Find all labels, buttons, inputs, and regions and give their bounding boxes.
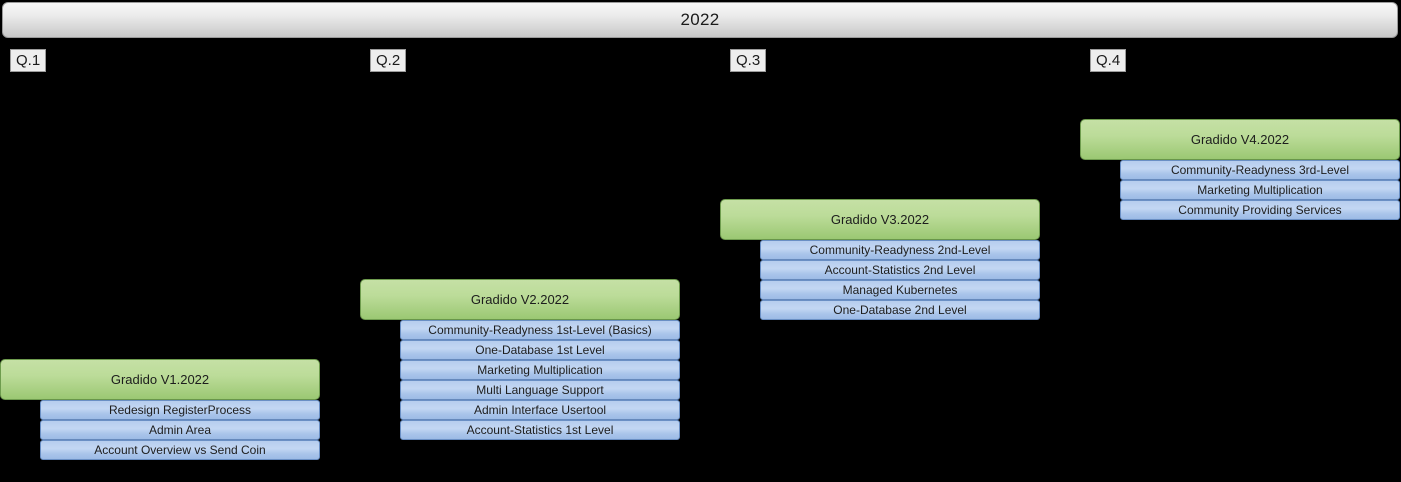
quarter-tag-q4: Q.4 [1090,49,1127,72]
feature-item-label: Marketing Multiplication [1197,183,1323,197]
release-title: Gradido V2.2022 [470,292,570,307]
feature-item-label: Redesign RegisterProcess [108,403,252,417]
feature-item-label: Managed Kubernetes [842,283,958,297]
feature-item-label: Community Providing Services [1178,203,1342,217]
feature-item[interactable]: Community Providing Services [1120,200,1400,220]
quarter-tag-label: Q.4 [1096,52,1121,69]
release-header-v3[interactable]: Gradido V3.2022 [720,199,1040,240]
feature-item-label: Account-Statistics 1st Level [466,423,614,437]
release-title: Gradido V3.2022 [830,212,930,227]
feature-item-label: Multi Language Support [476,383,604,397]
feature-item-label: One-Database 1st Level [475,343,605,357]
feature-item-label: Community-Readyness 3rd-Level [1170,163,1350,177]
feature-item[interactable]: One-Database 2nd Level [760,300,1040,320]
release-title: Gradido V4.2022 [1190,132,1290,147]
release-header-v2[interactable]: Gradido V2.2022 [360,279,680,320]
release-header-v1[interactable]: Gradido V1.2022 [0,359,320,400]
quarter-tag-label: Q.3 [736,52,761,69]
feature-item-label: Account Overview vs Send Coin [94,443,266,457]
feature-item-label: Community-Readyness 1st-Level (Basics) [428,323,652,337]
year-header-bar: 2022 [2,2,1398,38]
feature-item[interactable]: Community-Readyness 3rd-Level [1120,160,1400,180]
year-label: 2022 [680,10,720,29]
release-header-v4[interactable]: Gradido V4.2022 [1080,119,1400,160]
feature-item[interactable]: Admin Interface Usertool [400,400,680,420]
quarter-tag-q1: Q.1 [10,49,47,72]
quarter-tag-q3: Q.3 [730,49,767,72]
feature-list-v2: Community-Readyness 1st-Level (Basics) On… [400,320,680,440]
feature-item[interactable]: Marketing Multiplication [1120,180,1400,200]
feature-item-label: One-Database 2nd Level [833,303,967,317]
quarter-tag-label: Q.1 [16,52,41,69]
feature-item-label: Community-Readyness 2nd-Level [809,243,991,257]
feature-item[interactable]: Community-Readyness 2nd-Level [760,240,1040,260]
feature-item[interactable]: Admin Area [40,420,320,440]
feature-item[interactable]: One-Database 1st Level [400,340,680,360]
feature-item[interactable]: Account-Statistics 2nd Level [760,260,1040,280]
quarter-tag-q2: Q.2 [370,49,407,72]
feature-item-label: Marketing Multiplication [477,363,603,377]
feature-item[interactable]: Account-Statistics 1st Level [400,420,680,440]
feature-item[interactable]: Redesign RegisterProcess [40,400,320,420]
release-title: Gradido V1.2022 [110,372,210,387]
feature-item-label: Admin Interface Usertool [473,403,607,417]
feature-item[interactable]: Community-Readyness 1st-Level (Basics) [400,320,680,340]
feature-item[interactable]: Account Overview vs Send Coin [40,440,320,460]
feature-item[interactable]: Managed Kubernetes [760,280,1040,300]
quarter-tag-label: Q.2 [376,52,401,69]
feature-item-label: Admin Area [148,423,212,437]
feature-item[interactable]: Multi Language Support [400,380,680,400]
feature-item[interactable]: Marketing Multiplication [400,360,680,380]
feature-item-label: Account-Statistics 2nd Level [824,263,976,277]
